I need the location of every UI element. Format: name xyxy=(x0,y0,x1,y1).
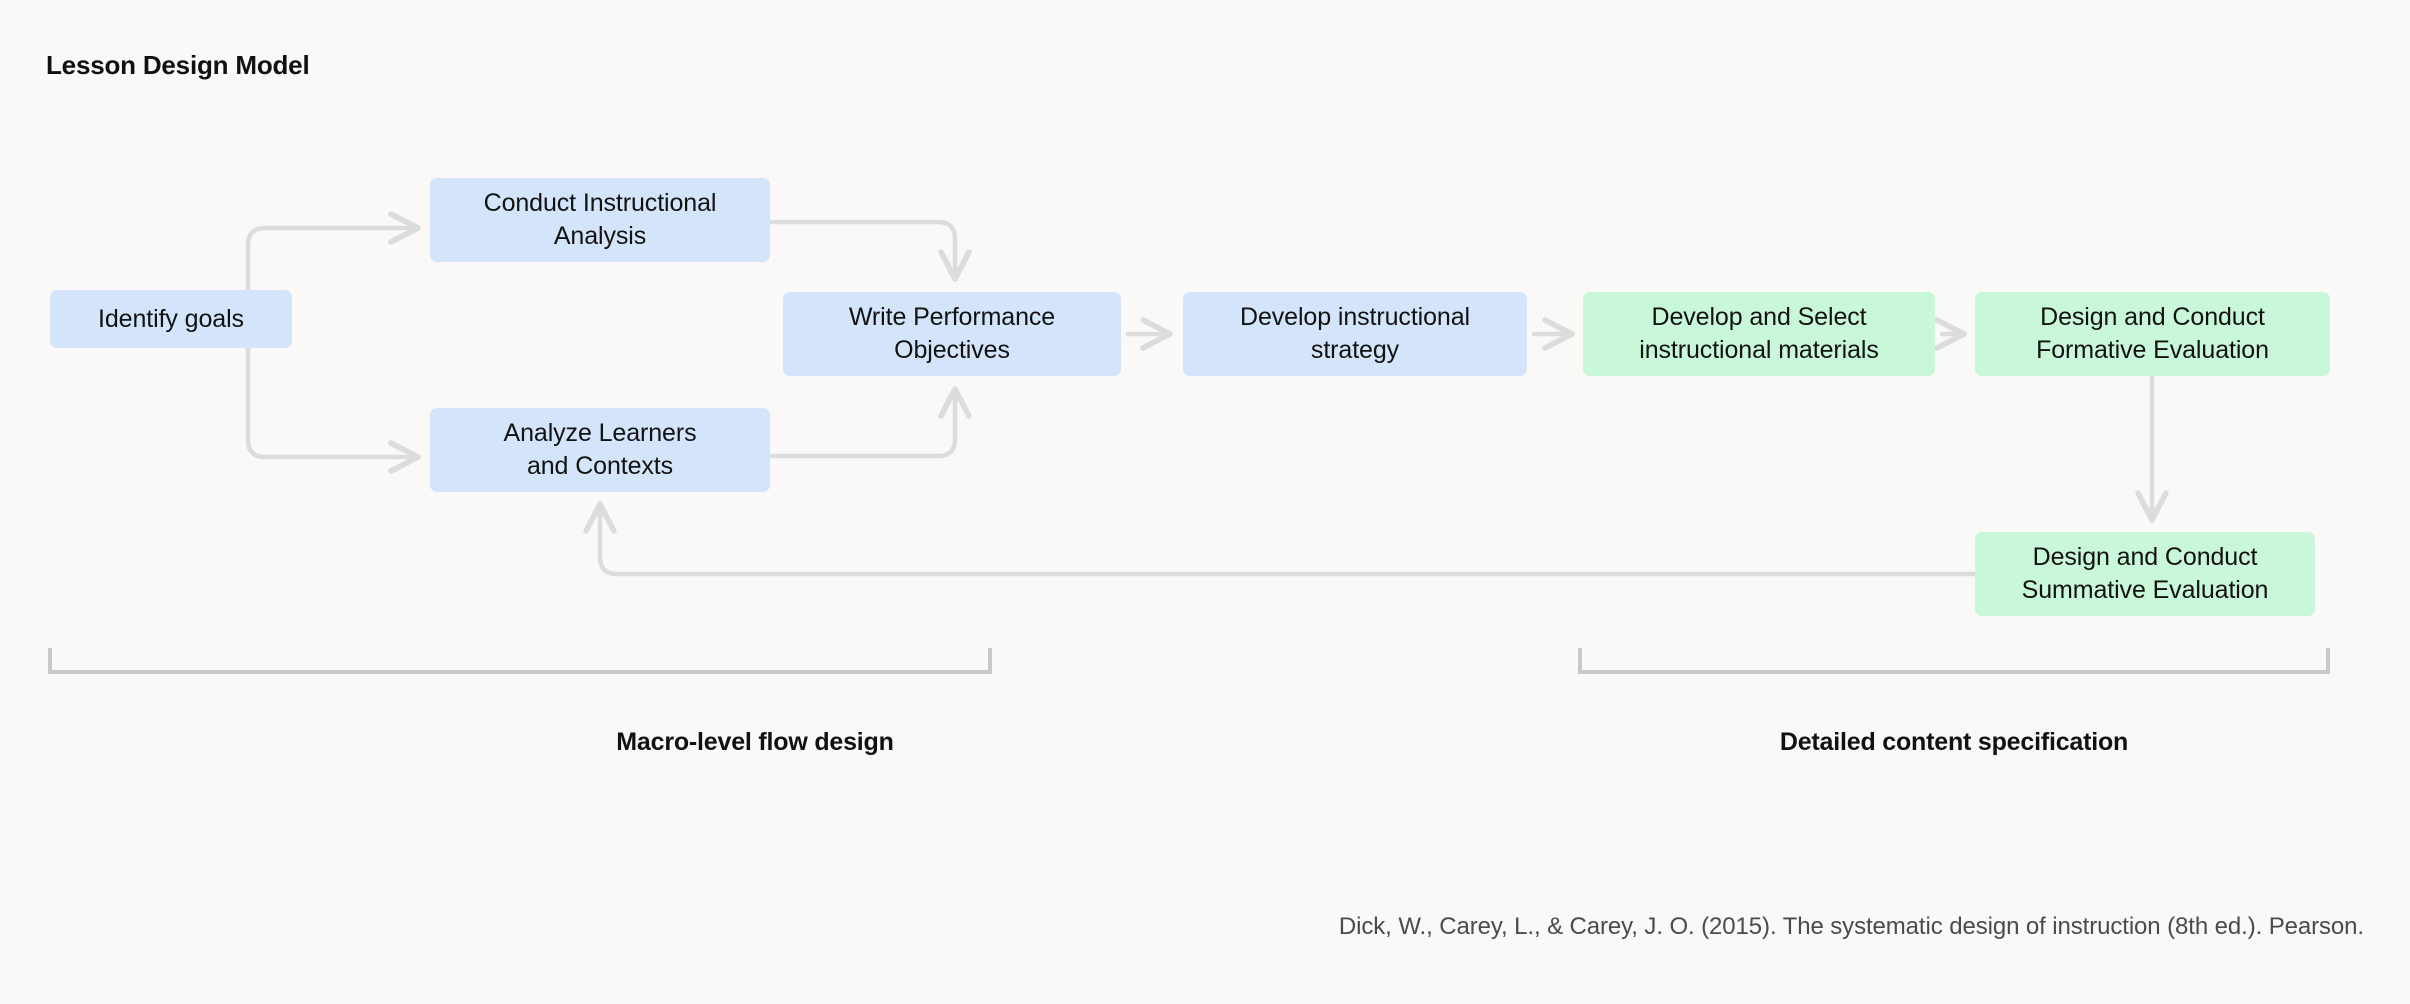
edge-summative-feedback-to-learners xyxy=(600,504,1975,574)
node-label-line-1: Design and Conduct xyxy=(2022,541,2269,574)
node-formative-evaluation[interactable]: Design and Conduct Formative Evaluation xyxy=(1975,292,2330,376)
node-label-line-2: Formative Evaluation xyxy=(2036,334,2269,367)
page-title: Lesson Design Model xyxy=(46,50,309,81)
node-analyze-learners[interactable]: Analyze Learners and Contexts xyxy=(430,408,770,492)
edge-learners-to-objectives xyxy=(770,389,955,456)
node-summative-evaluation[interactable]: Design and Conduct Summative Evaluation xyxy=(1975,532,2315,616)
node-label-line-2: Analysis xyxy=(484,220,717,253)
node-label-line-1: Conduct Instructional xyxy=(484,187,717,220)
phase-label-detailed-content: Detailed content specification xyxy=(1780,728,2128,757)
node-label-line-2: Objectives xyxy=(849,334,1055,367)
node-label-line-2: instructional materials xyxy=(1639,334,1878,367)
node-label-line-1: Develop instructional xyxy=(1240,301,1470,334)
edge-analysis-to-objectives xyxy=(770,222,955,279)
bracket-detailed-content xyxy=(1580,650,2328,672)
node-label-line-1: Design and Conduct xyxy=(2036,301,2269,334)
node-conduct-analysis[interactable]: Conduct Instructional Analysis xyxy=(430,178,770,262)
node-label-line-1: Write Performance xyxy=(849,301,1055,334)
node-develop-strategy[interactable]: Develop instructional strategy xyxy=(1183,292,1527,376)
bracket-macro-level xyxy=(50,650,990,672)
node-label-line-1: Analyze Learners xyxy=(504,417,697,450)
node-label-line-2: Summative Evaluation xyxy=(2022,574,2269,607)
phase-label-macro-level: Macro-level flow design xyxy=(616,728,893,757)
node-label-line-2: and Contexts xyxy=(504,450,697,483)
node-label: Identify goals xyxy=(98,303,244,336)
node-label-line-2: strategy xyxy=(1240,334,1470,367)
node-develop-materials[interactable]: Develop and Select instructional materia… xyxy=(1583,292,1935,376)
node-write-objectives[interactable]: Write Performance Objectives xyxy=(783,292,1121,376)
edge-goals-to-analysis xyxy=(248,228,418,290)
citation-text: Dick, W., Carey, L., & Carey, J. O. (201… xyxy=(1339,913,2364,941)
node-label-line-1: Develop and Select xyxy=(1639,301,1878,334)
edge-goals-to-learners xyxy=(248,348,418,457)
node-identify-goals[interactable]: Identify goals xyxy=(50,290,292,348)
